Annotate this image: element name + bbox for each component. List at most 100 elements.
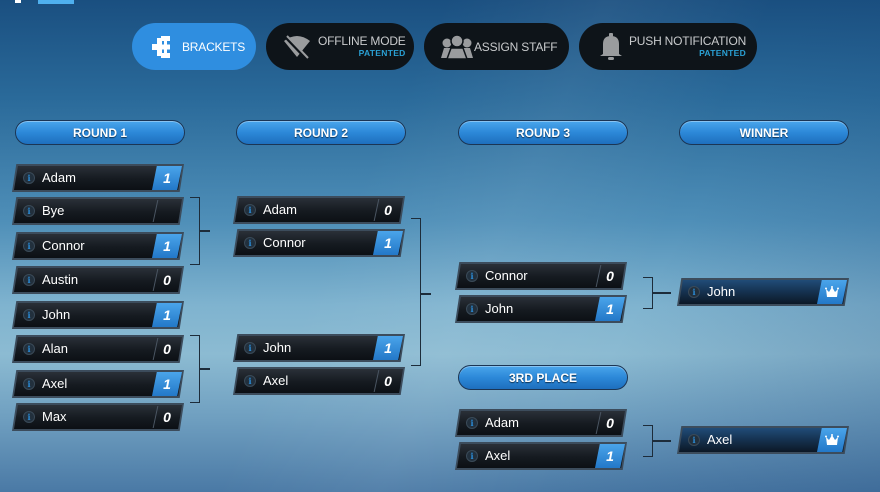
round-1-slot[interactable]: i Alan 0: [12, 335, 184, 363]
round-1-slot[interactable]: i Adam 1: [12, 164, 184, 192]
score: 0: [384, 373, 392, 389]
player-name: Axel: [42, 376, 68, 391]
player-name: Axel: [263, 373, 289, 388]
player-name: Max: [42, 409, 67, 424]
round-3-slot[interactable]: i John 1: [455, 295, 627, 323]
third-place-header: 3RD PLACE: [458, 365, 628, 390]
logo-fragment: [15, 0, 21, 3]
score: 0: [606, 415, 614, 431]
round-2-slot[interactable]: i Connor 1: [233, 229, 405, 257]
player-name: Axel: [707, 432, 733, 447]
info-icon[interactable]: i: [23, 274, 35, 286]
info-icon[interactable]: i: [23, 205, 35, 217]
info-icon[interactable]: i: [466, 303, 478, 315]
score: 1: [152, 372, 182, 396]
info-icon[interactable]: i: [244, 204, 256, 216]
group-icon: [440, 33, 474, 60]
assign-staff-label: ASSIGN STAFF: [474, 39, 558, 54]
patented-badge: PATENTED: [699, 48, 747, 59]
round-2-slot[interactable]: i Axel 0: [233, 367, 405, 395]
info-icon[interactable]: i: [244, 237, 256, 249]
third-place-winner-slot[interactable]: i Axel: [677, 426, 849, 454]
winner-slot[interactable]: i John: [677, 278, 849, 306]
score: 1: [152, 166, 182, 190]
round-1-header: ROUND 1: [15, 120, 185, 145]
score: 1: [373, 336, 403, 360]
crown-icon: [825, 434, 839, 446]
brackets-button[interactable]: BRACKETS: [132, 23, 256, 70]
score: 1: [373, 231, 403, 255]
info-icon[interactable]: i: [244, 342, 256, 354]
winner-header: WINNER: [679, 120, 849, 145]
player-name: Adam: [485, 415, 519, 430]
push-notification-label: PUSH NOTIFICATION: [629, 34, 747, 49]
round-1-slot[interactable]: i Connor 1: [12, 232, 184, 260]
offline-mode-button[interactable]: OFFLINE MODE PATENTED: [266, 23, 414, 70]
logo-fragment-bar: [38, 0, 74, 4]
player-name: Alan: [42, 341, 69, 356]
patented-badge: PATENTED: [358, 48, 406, 59]
score: 0: [163, 272, 171, 288]
bell-icon: [599, 32, 623, 61]
round-3-header: ROUND 3: [458, 120, 628, 145]
player-name: Connor: [42, 238, 85, 253]
round-2-header: ROUND 2: [236, 120, 406, 145]
score: 0: [163, 341, 171, 357]
player-name: John: [485, 301, 514, 316]
info-icon[interactable]: i: [23, 172, 35, 184]
bracket-connector-stub: [200, 368, 210, 370]
round-1-slot[interactable]: i Bye: [12, 197, 184, 225]
round-3-slot[interactable]: i Connor 0: [455, 262, 627, 290]
brackets-label: BRACKETS: [182, 39, 246, 54]
player-name: Bye: [42, 203, 65, 218]
score: 1: [152, 303, 182, 327]
info-icon[interactable]: i: [23, 343, 35, 355]
round-1-slot[interactable]: i Austin 0: [12, 266, 184, 294]
wifi-off-icon: [282, 34, 312, 59]
score: 0: [606, 268, 614, 284]
info-icon[interactable]: i: [23, 309, 35, 321]
player-name: John: [263, 340, 292, 355]
info-icon[interactable]: i: [688, 434, 700, 446]
info-icon[interactable]: i: [466, 417, 478, 429]
info-icon[interactable]: i: [688, 286, 700, 298]
player-name: Adam: [263, 202, 297, 217]
bracket-connector: [411, 218, 421, 366]
round-2-slot[interactable]: i John 1: [233, 334, 405, 362]
bracket-connector-stub: [200, 230, 210, 232]
bracket-icon: [152, 34, 174, 60]
bracket-connector: [190, 335, 200, 403]
score: 0: [384, 202, 392, 218]
score: 1: [595, 444, 625, 468]
round-2-slot[interactable]: i Adam 0: [233, 196, 405, 224]
info-icon[interactable]: i: [466, 450, 478, 462]
info-icon[interactable]: i: [244, 375, 256, 387]
round-1-slot[interactable]: i John 1: [12, 301, 184, 329]
player-name: Adam: [42, 170, 76, 185]
player-name: Austin: [42, 272, 79, 287]
champion-badge: [817, 428, 847, 452]
third-place-slot[interactable]: i Adam 0: [455, 409, 627, 437]
champion-badge: [817, 280, 847, 304]
info-icon[interactable]: i: [23, 378, 35, 390]
info-icon[interactable]: i: [23, 240, 35, 252]
player-name: Connor: [485, 268, 528, 283]
bracket-connector: [190, 197, 200, 265]
info-icon[interactable]: i: [23, 411, 35, 423]
push-notification-button[interactable]: PUSH NOTIFICATION PATENTED: [579, 23, 757, 70]
score: 1: [152, 234, 182, 258]
assign-staff-button[interactable]: ASSIGN STAFF: [424, 23, 569, 70]
player-name: Axel: [485, 448, 511, 463]
player-name: Connor: [263, 235, 306, 250]
bracket-connector-stub: [653, 292, 671, 294]
third-place-slot[interactable]: i Axel 1: [455, 442, 627, 470]
score: 1: [595, 297, 625, 321]
bracket-connector: [643, 425, 653, 457]
round-1-slot[interactable]: i Axel 1: [12, 370, 184, 398]
player-name: John: [42, 307, 71, 322]
crown-icon: [825, 286, 839, 298]
player-name: John: [707, 284, 736, 299]
info-icon[interactable]: i: [466, 270, 478, 282]
bracket-connector: [643, 277, 653, 309]
